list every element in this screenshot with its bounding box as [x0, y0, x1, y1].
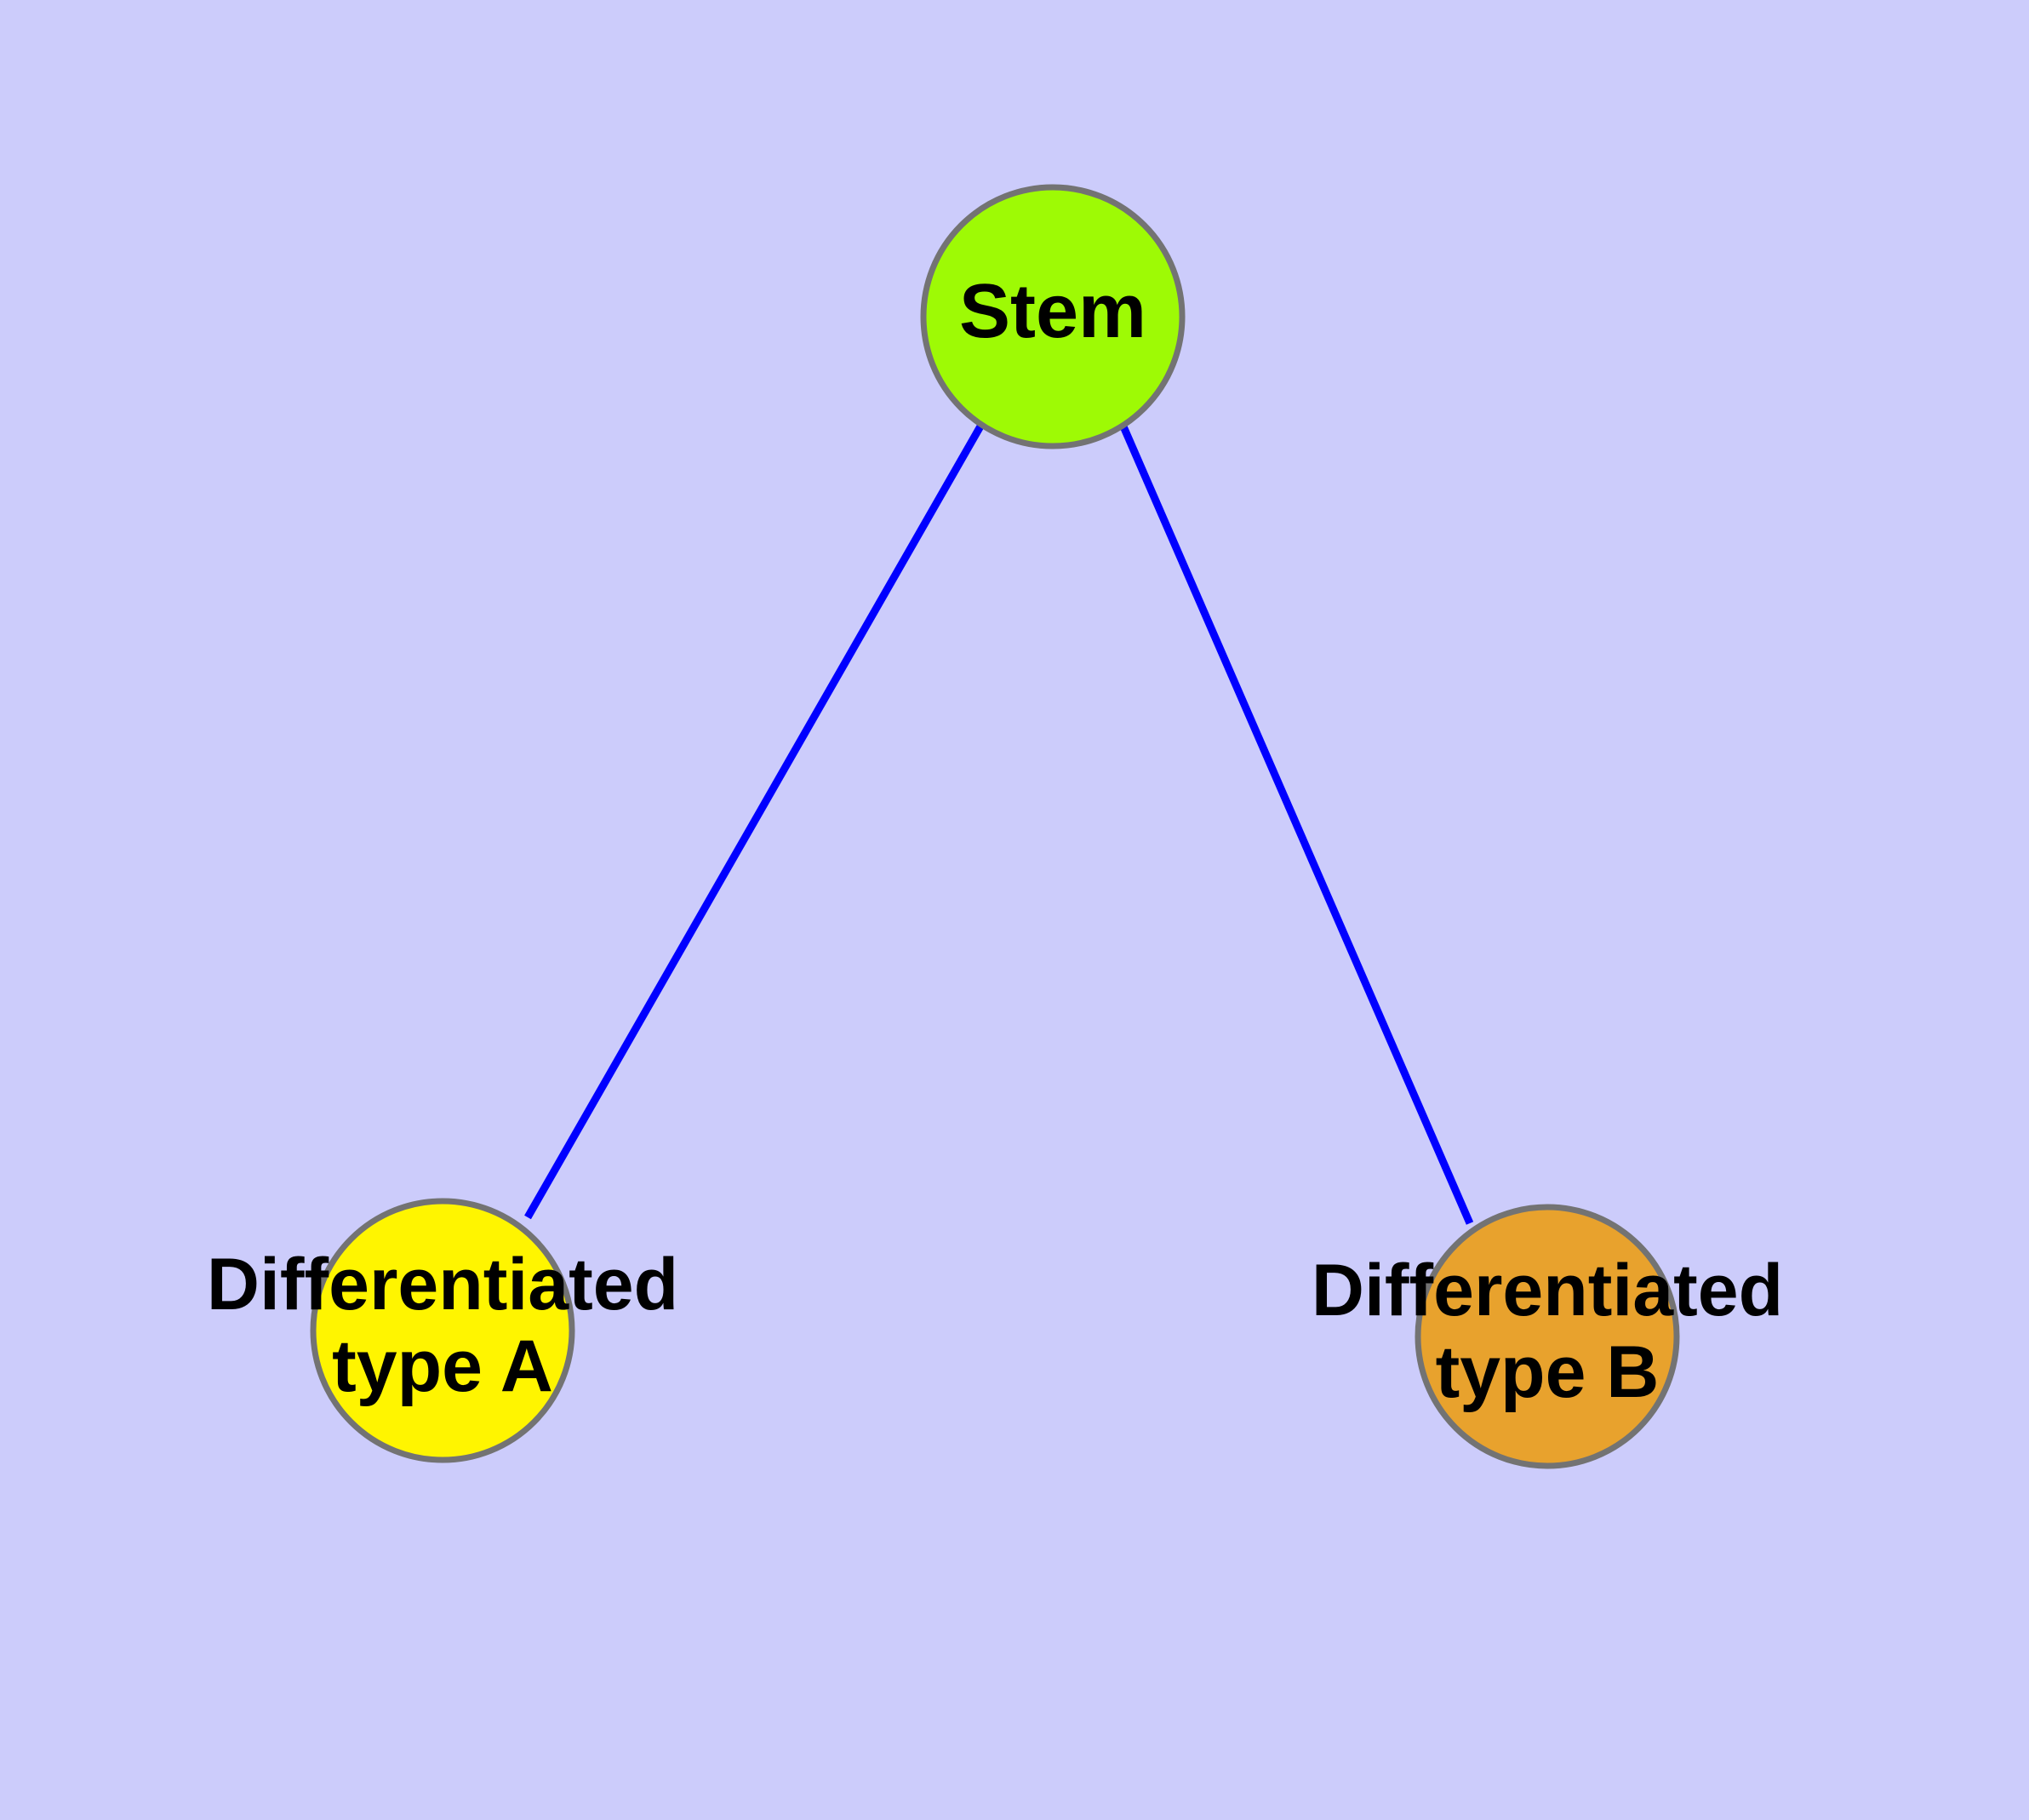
node-stem[interactable]	[920, 184, 1186, 449]
edge-stem-to-diff-b[interactable]	[1119, 425, 1474, 1225]
node-layer	[310, 184, 1680, 1469]
label-line: Differentiated	[1312, 1250, 1783, 1331]
node-diff-b[interactable]	[1415, 1204, 1680, 1469]
node-diff-b-circle[interactable]	[1415, 1204, 1680, 1469]
label-line: Differentiated	[207, 1244, 678, 1325]
label-line: Stem	[959, 269, 1146, 354]
edge-stem-to-diff-a[interactable]	[524, 422, 985, 1220]
node-diff-a-circle[interactable]	[310, 1198, 575, 1463]
label-line: type B	[1436, 1331, 1660, 1413]
node-stem-circle[interactable]	[920, 184, 1186, 449]
edge-layer	[524, 422, 1474, 1225]
node-diff-a[interactable]	[310, 1198, 575, 1463]
label-line: type A	[332, 1325, 553, 1407]
node-stem-label: Stem	[959, 269, 1146, 354]
